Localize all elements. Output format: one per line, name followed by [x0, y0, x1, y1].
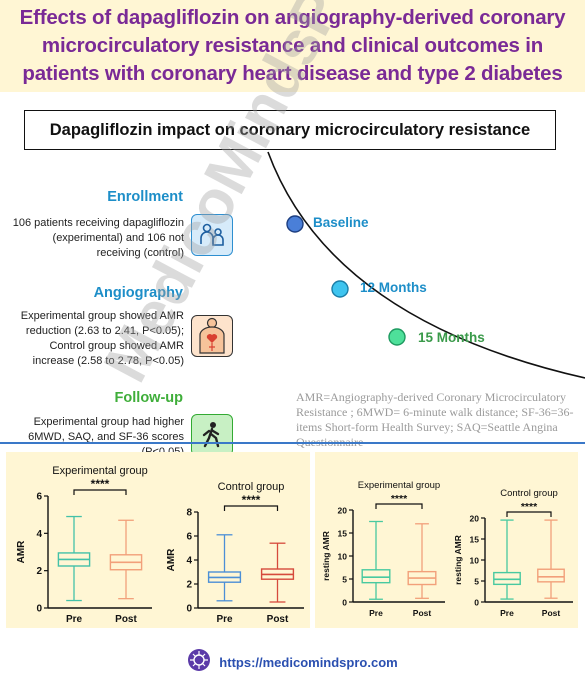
step-title-enrollment: Enrollment: [107, 189, 183, 205]
timeline-node-baseline: [286, 215, 304, 233]
y-axis-label: AMR: [16, 540, 27, 564]
step-text-follow-up: Experimental group had higher 6MWD, SAQ,…: [28, 416, 184, 458]
box-post: [109, 519, 143, 600]
x-tick-label: Pre: [500, 608, 514, 618]
chart-title: Experimental group: [52, 465, 147, 477]
timeline-node-12-months: [331, 280, 349, 298]
step-title-follow-up: Follow-up: [114, 390, 183, 406]
timeline-label-15-months: 15 Months: [418, 330, 485, 345]
box-iqr: [493, 571, 521, 586]
y-tick-label: 5: [474, 577, 479, 587]
header-title-line-3: patients with coronary heart disease and…: [22, 62, 563, 85]
y-tick-label: 10: [338, 552, 348, 562]
y-tick-label: 20: [338, 506, 348, 516]
walking-person-icon: [191, 414, 233, 456]
step-title-angiography: Angiography: [93, 285, 183, 301]
y-tick-label: 20: [470, 514, 480, 524]
header-title-line-2: microcirculatory resistance and clinical…: [41, 34, 544, 57]
y-tick-label: 2: [186, 580, 192, 591]
box-iqr: [361, 569, 391, 584]
chart-title: Control group: [218, 481, 285, 493]
boxplot-control-resting-amr: Control group 0 5 10 15 20 resting AMR Pre Post *…: [453, 488, 573, 618]
y-tick-label: 15: [470, 535, 480, 545]
doctor-patient-icon: [191, 214, 233, 256]
significance-bracket: [223, 505, 279, 511]
significance-bracket: [506, 511, 552, 517]
significance-bracket: [73, 489, 127, 495]
footer-website-link[interactable]: https://medicomindspro.com: [219, 654, 398, 670]
box-pre: [493, 519, 521, 600]
y-tick-label: 6: [36, 492, 42, 503]
significance-label: ****: [242, 493, 261, 507]
section-divider: [0, 442, 585, 444]
y-axis-label: resting AMR: [453, 535, 463, 585]
x-tick-label: Post: [413, 608, 432, 618]
y-tick-label: 0: [474, 598, 479, 608]
chart-title: Control group: [500, 488, 558, 499]
heart-body-icon: [191, 315, 233, 357]
x-tick-label: Pre: [216, 614, 233, 625]
plot-panel-resting-amr: Experimental group 0 5 10 15 20 resting AMR Pre…: [315, 452, 578, 628]
timeline-label-12-months: 12 Months: [360, 280, 427, 295]
y-tick-label: 6: [186, 532, 192, 543]
y-tick-label: 2: [36, 566, 42, 577]
box-post: [537, 519, 565, 599]
boxplot-experimental-resting-amr: Experimental group 0 5 10 15 20 resting AMR Pre…: [321, 480, 445, 618]
timeline-node-15-months: [388, 328, 406, 346]
y-tick-label: 10: [470, 556, 480, 566]
header-banner: Effects of dapagliflozin on angiography-…: [0, 0, 585, 92]
x-tick-label: Post: [542, 608, 561, 618]
box-post: [260, 542, 295, 603]
timeline-arc: [267, 151, 585, 379]
y-tick-label: 4: [36, 529, 42, 540]
x-tick-label: Post: [267, 614, 289, 625]
header-title-line-1: Effects of dapagliflozin on angiography-…: [19, 6, 566, 29]
subtitle-box: Dapagliflozin impact on coronary microci…: [24, 110, 556, 150]
significance-bracket: [375, 503, 423, 509]
x-tick-label: Post: [115, 614, 137, 625]
step-text-enrollment: 106 patients receiving dapagliflozin (ex…: [12, 217, 184, 259]
box-iqr: [537, 568, 565, 583]
timeline-label-baseline: Baseline: [313, 215, 369, 230]
y-tick-label: 8: [186, 508, 192, 519]
subtitle-text: Dapagliflozin impact on coronary microci…: [49, 120, 531, 139]
y-tick-label: 0: [186, 604, 192, 615]
box-post: [407, 523, 437, 599]
significance-label: ****: [521, 501, 538, 513]
y-axis-label: resting AMR: [321, 531, 331, 581]
y-tick-label: 0: [36, 604, 42, 615]
y-axis-label: AMR: [166, 548, 177, 572]
abbreviations-note: AMR=Angiography-derived Coronary Microci…: [296, 390, 574, 449]
brain-logo-icon: [187, 648, 211, 677]
step-text-angiography: Experimental group showed AMR reduction …: [20, 310, 184, 367]
x-tick-label: Pre: [369, 608, 383, 618]
significance-label: ****: [391, 493, 408, 505]
y-tick-label: 15: [338, 529, 348, 539]
y-tick-label: 0: [342, 598, 347, 608]
chart-title: Experimental group: [358, 480, 440, 491]
timeline-curve: [267, 151, 585, 379]
box-pre: [57, 515, 91, 602]
x-tick-label: Pre: [66, 614, 83, 625]
box-pre: [207, 534, 242, 602]
y-tick-label: 4: [186, 556, 192, 567]
significance-label: ****: [91, 477, 110, 491]
y-tick-label: 5: [342, 575, 347, 585]
footer: https://medicomindspro.com: [0, 642, 585, 682]
box-pre: [361, 520, 391, 600]
